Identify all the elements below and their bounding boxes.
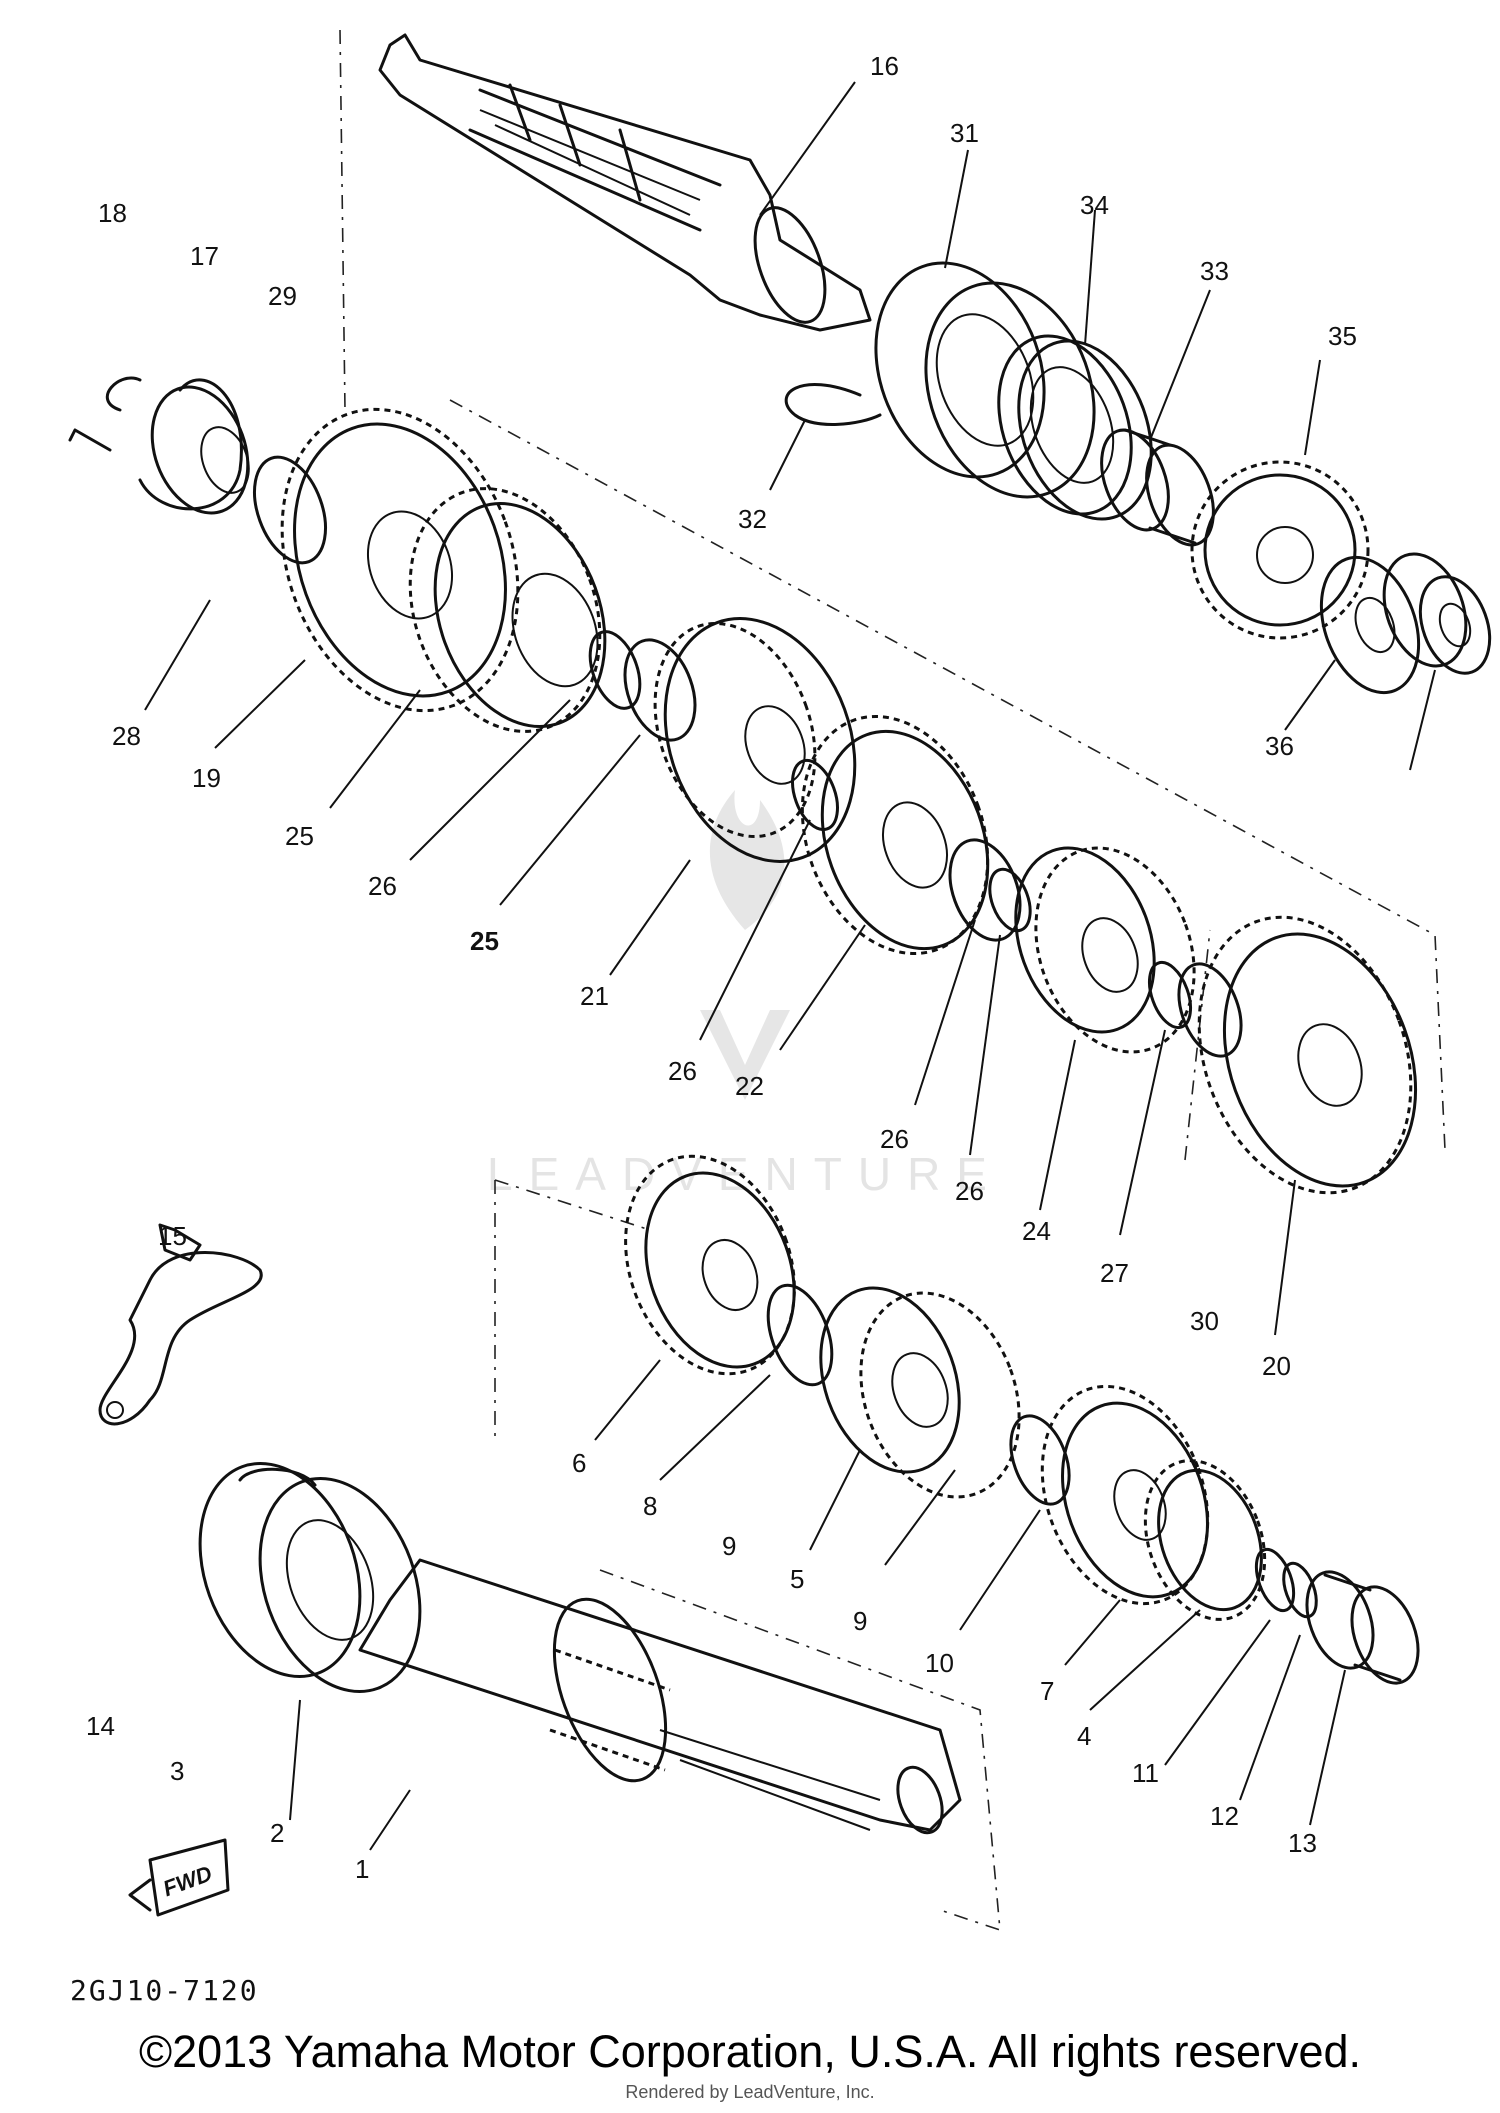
bearing-2 [198, 1461, 422, 1694]
circlip-26-lower [988, 867, 1032, 933]
callout-31: 32 [738, 504, 767, 534]
bearing-27 [68, 376, 250, 515]
washer-29 [1177, 962, 1243, 1058]
callout-26a: 26 [368, 871, 397, 901]
gear-23 [408, 487, 607, 733]
gear-7 [1040, 1384, 1210, 1606]
bearing-retainer-14 [98, 1251, 263, 1426]
leadventure-watermark: LEADVENTURE [487, 790, 1003, 1200]
gear-5 [819, 1286, 1021, 1499]
callout-19: 19 [192, 763, 221, 793]
callout-7: 7 [1040, 1676, 1054, 1706]
callout-9b: 9 [853, 1606, 867, 1636]
oil-seal-33 [997, 334, 1153, 521]
rendered-by-note: Rendered by LeadVenture, Inc. [625, 2082, 875, 2102]
gear-20 [1197, 915, 1418, 1195]
washer-25-lower [948, 838, 1022, 942]
circlip-12 [1282, 1561, 1318, 1619]
callout-11: 11 [1132, 1758, 1159, 1788]
gear-22 [800, 714, 990, 956]
callout-4: 4 [1077, 1721, 1091, 1751]
washer-10 [1009, 1414, 1071, 1506]
copyright-notice: ©2013 Yamaha Motor Corporation, U.S.A. A… [138, 2026, 1362, 2077]
watermark-text: LEADVENTURE [487, 1148, 1003, 1200]
nut-36 [1382, 552, 1492, 675]
callout-16: 16 [870, 51, 899, 81]
callout-20: 20 [1262, 1351, 1291, 1381]
callout-13: 13 [1288, 1828, 1317, 1858]
washer-11 [1254, 1547, 1296, 1613]
circlip-31 [784, 383, 882, 426]
upper-boundary-line [339, 29, 1446, 1161]
callout-27: 28 [112, 721, 141, 751]
callout-26d: 27 [1100, 1258, 1129, 1288]
main-axle [358, 1558, 962, 1835]
callout-18: 18 [98, 198, 127, 228]
callout-29: 30 [1190, 1306, 1219, 1336]
bearing-30 [874, 261, 1096, 499]
callout-25b: 26 [880, 1124, 909, 1154]
callout-6: 6 [572, 1448, 586, 1478]
fwd-label: FWD [160, 1861, 216, 1902]
callout-26b: 26 [668, 1056, 697, 1086]
circlip-26-mid [791, 758, 839, 832]
gear-19 [280, 407, 520, 713]
callout-24: 24 [1022, 1216, 1051, 1246]
callout-26c: 26 [955, 1176, 984, 1206]
callout-21: 21 [580, 981, 609, 1011]
circlip-26-upper [588, 630, 642, 710]
callout-1: 1 [355, 1854, 369, 1884]
callout-3: 3 [170, 1756, 184, 1786]
gear-24 [1014, 846, 1196, 1054]
callout-25a: 25 [470, 926, 499, 956]
lower-boundary-line [494, 1179, 1001, 1932]
drive-axle [378, 33, 872, 332]
gear-6 [624, 1154, 796, 1376]
callout-30: 31 [950, 118, 979, 148]
collar-32 [1100, 428, 1215, 547]
screw-15 [158, 1223, 202, 1262]
circlip-26-end [1147, 960, 1193, 1030]
callout-9a: 9 [722, 1531, 736, 1561]
bearing-13 [1305, 1570, 1420, 1685]
drive-sprocket-34 [1190, 460, 1370, 640]
callout-10: 10 [925, 1648, 954, 1678]
lock-washer-35 [1319, 555, 1421, 695]
callout-5: 5 [790, 1564, 804, 1594]
callout-17: 17 [190, 241, 219, 271]
circlip-3 [238, 1467, 317, 1487]
washer-near-19 [253, 455, 327, 565]
leader-lines [144, 81, 1436, 1851]
callout-33: 34 [1080, 190, 1109, 220]
callout-labels: 16 31 34 33 35 18 17 29 32 36 28 19 25 2… [86, 51, 1357, 1884]
diagram-code: 2GJ10-7120 [70, 1974, 259, 2007]
fwd-arrow-mark: FWD [128, 1838, 230, 1917]
callout-35: 36 [1265, 731, 1294, 761]
washer-25-upper [623, 638, 697, 742]
callout-2: 2 [270, 1818, 284, 1848]
callout-8: 8 [643, 1491, 657, 1521]
callout-23: 25 [285, 821, 314, 851]
callout-15: 15 [158, 1221, 187, 1251]
callout-14: 14 [86, 1711, 115, 1741]
callout-12: 12 [1210, 1801, 1239, 1831]
callout-32: 33 [1200, 256, 1229, 286]
gear-4 [1143, 1459, 1267, 1621]
callout-28: 29 [268, 281, 297, 311]
callout-22: 22 [735, 1071, 764, 1101]
callout-34: 35 [1328, 321, 1357, 351]
gear-21 [653, 617, 857, 863]
